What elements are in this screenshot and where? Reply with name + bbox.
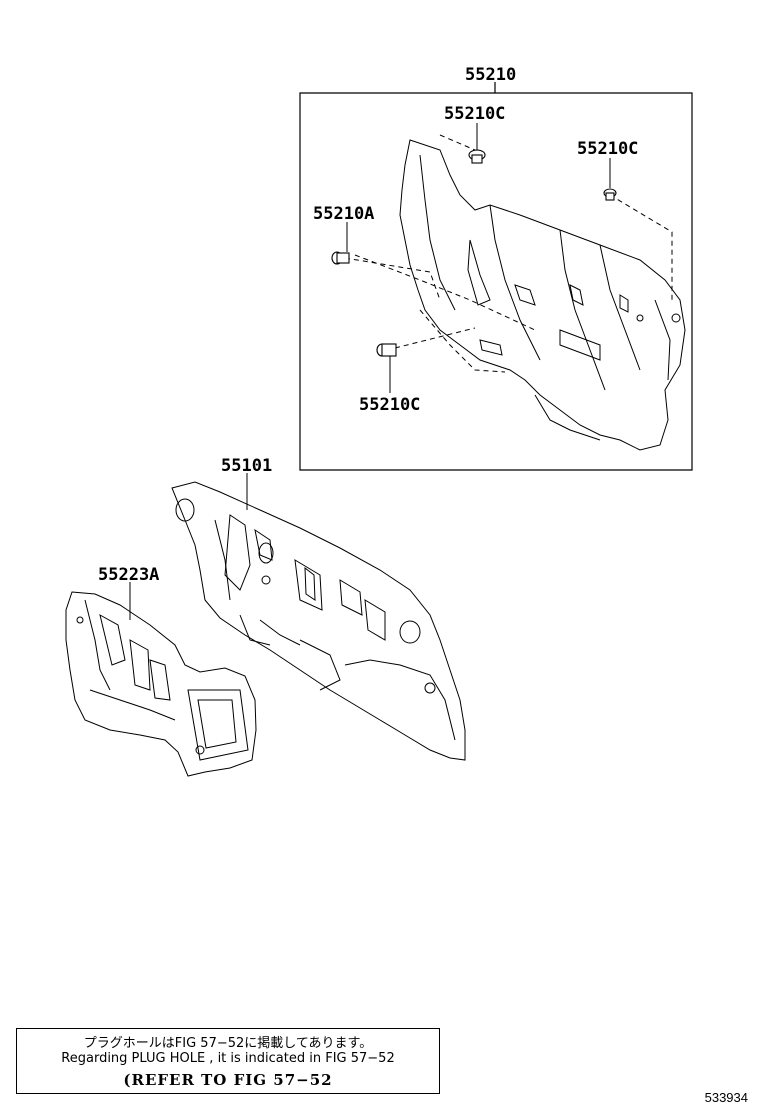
- clip-bottom-icon: [376, 343, 397, 357]
- label-clip-top-55210c: 55210C: [444, 104, 505, 124]
- clip-left-icon: [331, 251, 350, 265]
- assembly-frame: [299, 82, 693, 471]
- clip-icons: [331, 149, 617, 357]
- note-japanese: プラグホールはFIG 57−52に掲載してあります。: [83, 1036, 373, 1051]
- label-leaders: [129, 123, 611, 620]
- clip-top-icon: [468, 149, 486, 164]
- label-clip-left-55210a: 55210A: [313, 204, 374, 224]
- note-refer: (REFER TO FIG 57−52: [123, 1071, 333, 1089]
- label-clip-right-55210c: 55210C: [577, 139, 638, 159]
- silencer-drawing: [65, 591, 257, 777]
- label-dash-panel-55101: 55101: [221, 456, 272, 476]
- note-english: Regarding PLUG HOLE , it is indicated in…: [61, 1051, 395, 1066]
- clip-right-icon: [603, 188, 617, 201]
- catalog-number: 533934: [704, 1090, 748, 1105]
- label-assembly-55210: 55210: [465, 65, 516, 85]
- dash-panel-drawing: [171, 481, 466, 761]
- label-silencer-55223a: 55223A: [98, 565, 159, 585]
- upper-panel-drawing: [399, 139, 686, 451]
- reference-note-box: プラグホールはFIG 57−52に掲載してあります。 Regarding PLU…: [16, 1028, 440, 1094]
- label-clip-bottom-55210c: 55210C: [359, 395, 420, 415]
- clip-leaders: [344, 134, 673, 373]
